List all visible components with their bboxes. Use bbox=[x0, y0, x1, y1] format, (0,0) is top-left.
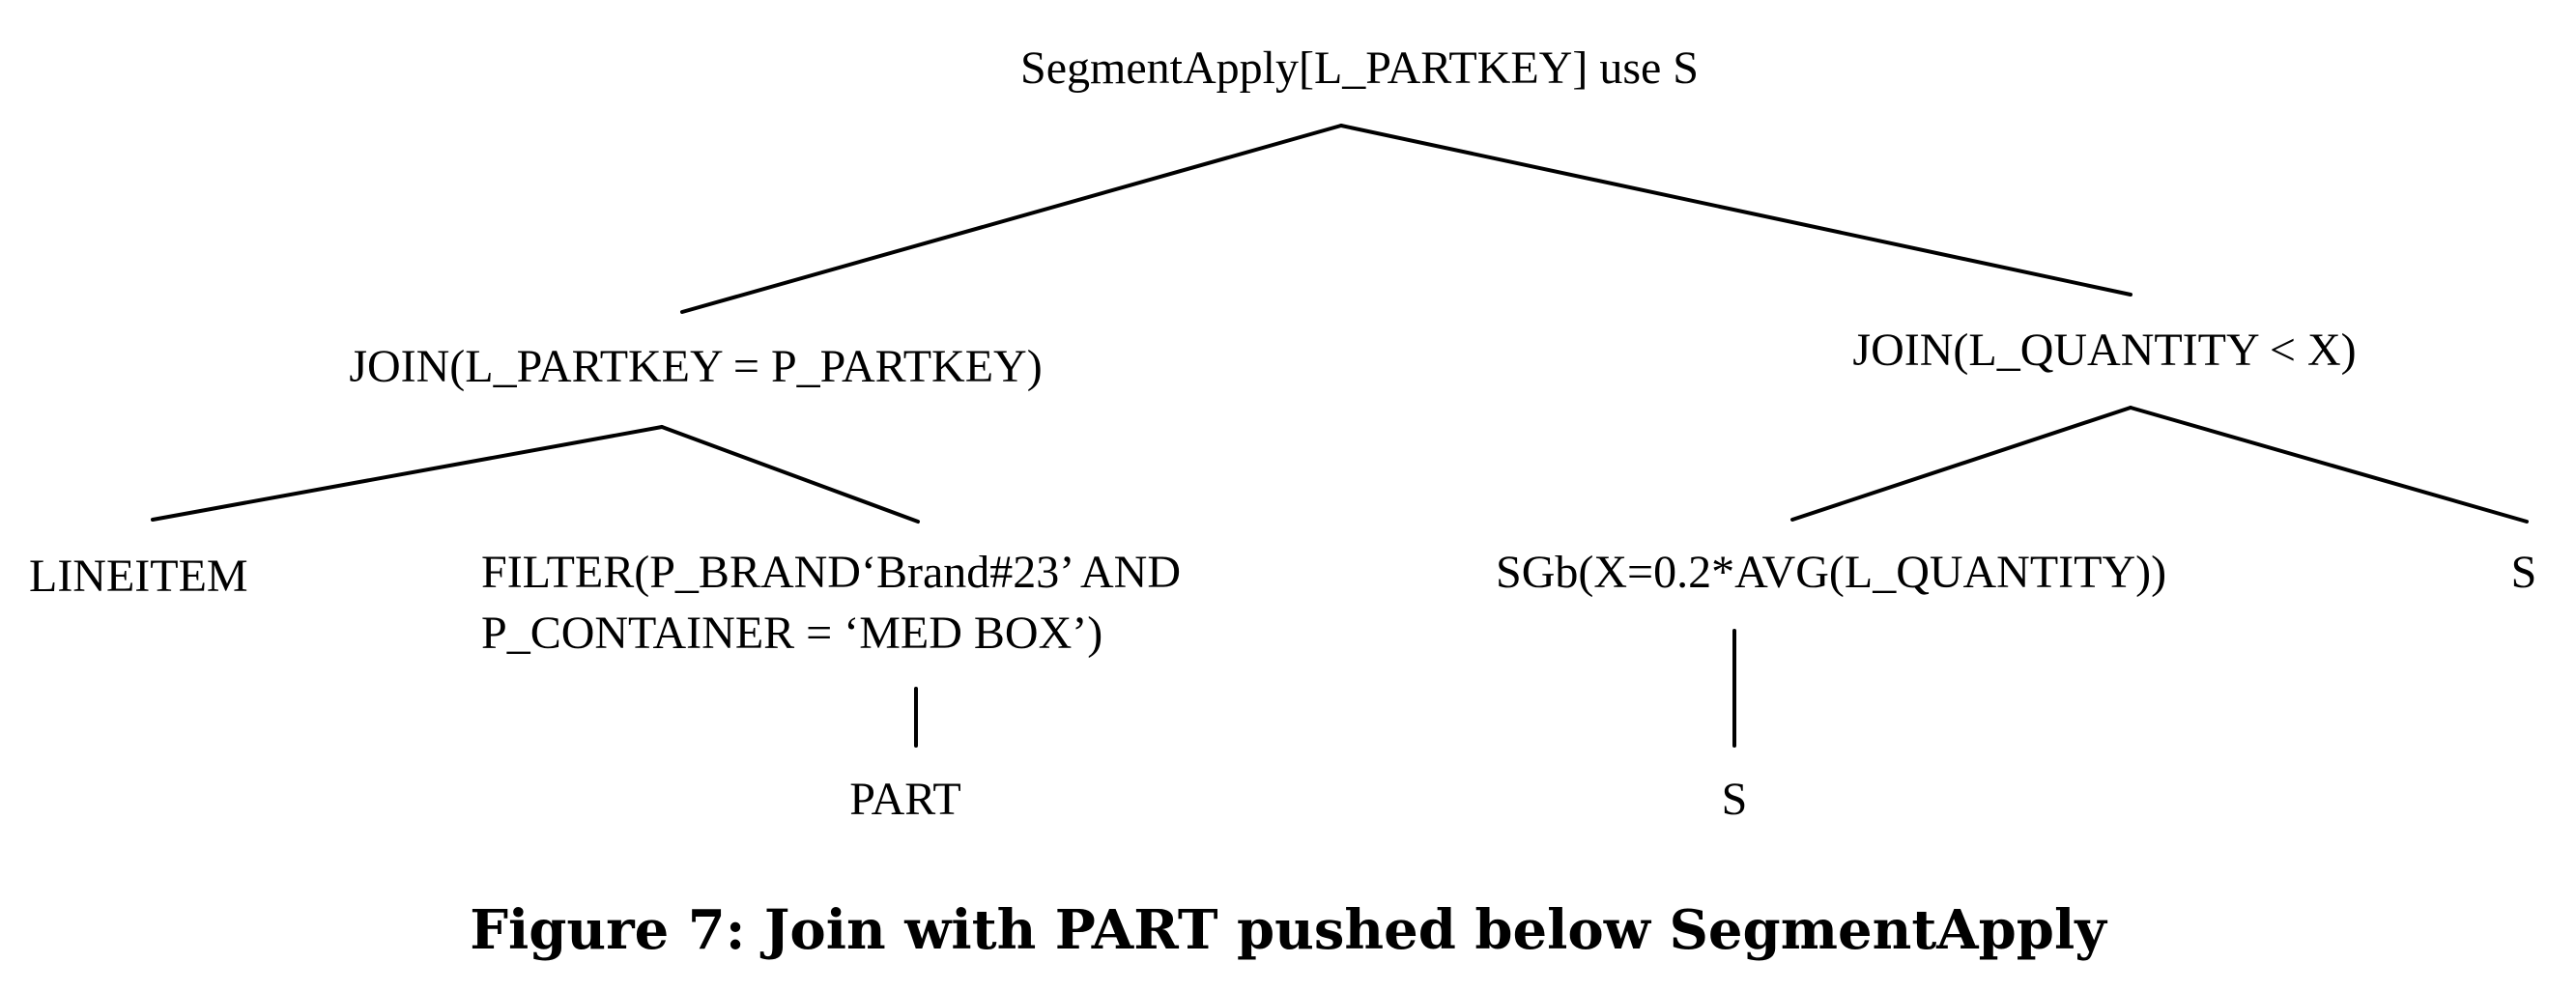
tree-edges bbox=[151, 124, 2529, 748]
node-lineitem: LINEITEM bbox=[29, 551, 248, 602]
node-s-bottom: S bbox=[1722, 774, 1748, 825]
node-part: PART bbox=[849, 774, 960, 825]
node-s-right: S bbox=[2511, 547, 2537, 598]
node-join-quantity: JOIN(L_QUANTITY < X) bbox=[1852, 325, 2356, 376]
edge-root-to-join-right bbox=[1339, 124, 2132, 297]
node-sgb: SGb(X=0.2*AVG(L_QUANTITY)) bbox=[1496, 547, 2166, 598]
edge-join-right-to-s bbox=[2129, 406, 2529, 524]
tree-nodes: SegmentApply[L_PARTKEY] use S JOIN(L_PAR… bbox=[29, 42, 2536, 825]
node-filter-line-1: FILTER(P_BRAND‘Brand#23’ AND bbox=[481, 547, 1181, 598]
node-segment-apply: SegmentApply[L_PARTKEY] use S bbox=[1020, 42, 1699, 94]
node-filter-line-2: P_CONTAINER = ‘MED BOX’) bbox=[481, 608, 1102, 659]
figure-caption: Figure 7: Join with PART pushed below Se… bbox=[470, 898, 2107, 962]
edge-join-left-to-lineitem bbox=[151, 425, 664, 522]
edge-join-right-to-sgb bbox=[1790, 406, 2132, 522]
node-join-partkey: JOIN(L_PARTKEY = P_PARTKEY) bbox=[349, 341, 1042, 392]
edge-root-to-join-left bbox=[680, 124, 1343, 314]
edge-join-left-to-filter bbox=[660, 425, 920, 524]
